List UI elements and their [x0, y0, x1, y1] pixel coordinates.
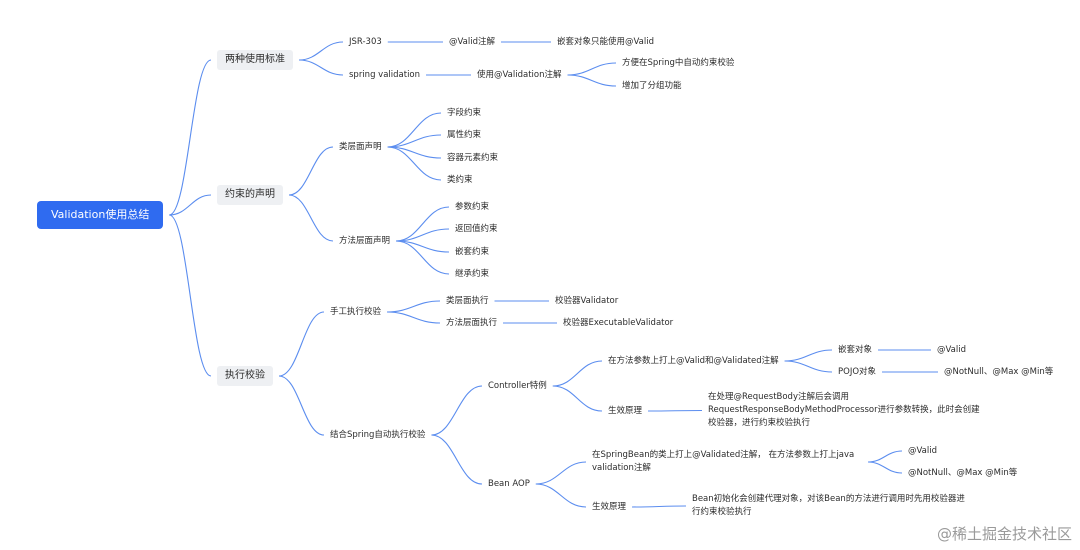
edge-s3-to-manual — [278, 311, 325, 377]
node-executable-validator[interactable]: 校验器ExecutableValidator — [563, 318, 674, 328]
node-spring-validation[interactable]: spring validation — [349, 70, 421, 80]
node-nested-valid[interactable]: @Valid — [937, 345, 966, 355]
node-bean-param-annotations[interactable]: 在SpringBean的类上打上@Validated注解， 在方法参数上打上ja… — [592, 450, 855, 473]
edge-controller-to-ctrl-effect — [552, 385, 603, 412]
node-parameter-constraint[interactable]: 参数约束 — [455, 202, 490, 212]
section-constraint-declaration[interactable]: 约束的声明 — [217, 185, 283, 205]
node-spring-auto-constraint[interactable]: 方便在Spring中自动约束校验 — [622, 58, 735, 68]
edge-root-to-s3 — [169, 214, 212, 377]
edge-ctrl-params-to-nested-obj — [784, 349, 833, 362]
edge-s1-to-jsr — [298, 41, 344, 61]
node-manual-validation[interactable]: 手工执行校验 — [330, 307, 382, 317]
section-usage-standards[interactable]: 两种使用标准 — [217, 50, 293, 70]
edge-root-to-s1 — [169, 59, 212, 216]
node-return-value-constraint[interactable]: 返回值约束 — [455, 224, 498, 234]
root-node[interactable]: Validation使用总结 — [37, 201, 164, 229]
edge-spring-note-to-spring-d1 — [567, 74, 617, 87]
node-method-level-execution[interactable]: 方法层面执行 — [446, 318, 498, 328]
node-field-constraint[interactable]: 字段约束 — [447, 108, 482, 118]
edge-s2-to-method-level — [288, 194, 334, 242]
node-controller-special-case[interactable]: Controller特例 — [488, 381, 547, 391]
edge-bean-params-to-bean-ann2 — [867, 461, 903, 474]
edge-ctrl-effect-to-ctrl-effect-desc — [648, 409, 703, 412]
edge-bean-effect-to-bean-effect-desc — [632, 505, 687, 508]
node-pojo-annotations[interactable]: @NotNull、@Max @Min等 — [944, 367, 1054, 377]
node-inherited-constraint[interactable]: 继承约束 — [455, 269, 490, 279]
node-method-level-declaration[interactable]: 方法层面声明 — [339, 236, 391, 246]
edge-auto-to-controller — [431, 385, 483, 436]
node-class-level-execution[interactable]: 类层面执行 — [446, 296, 489, 306]
node-spring-group[interactable]: 增加了分组功能 — [622, 81, 682, 91]
edge-s1-to-spring — [298, 59, 344, 76]
node-class-level-declaration[interactable]: 类层面声明 — [339, 142, 382, 152]
node-controller-mechanism[interactable]: 生效原理 — [608, 406, 643, 416]
node-container-element-constraint[interactable]: 容器元素约束 — [447, 153, 499, 163]
edge-s2-to-class-level — [288, 146, 334, 196]
node-nested-constraint[interactable]: 嵌套约束 — [455, 247, 490, 257]
edge-class-level-to-ci3 — [387, 146, 442, 181]
node-jsr303[interactable]: JSR-303 — [349, 37, 382, 47]
node-valid-annotation[interactable]: @Valid注解 — [449, 37, 495, 47]
edge-auto-to-bean-aop — [431, 434, 483, 485]
edge-bean-aop-to-bean-effect — [535, 483, 587, 508]
edge-method-level-to-mi0 — [396, 206, 450, 242]
node-class-constraint[interactable]: 类约束 — [447, 175, 473, 185]
node-bean-valid[interactable]: @Valid — [908, 446, 937, 456]
node-validator[interactable]: 校验器Validator — [555, 296, 619, 306]
section-execute-validation[interactable]: 执行校验 — [217, 366, 273, 386]
node-nested-object[interactable]: 嵌套对象 — [838, 345, 873, 355]
node-controller-mechanism-desc[interactable]: 在处理@RequestBody注解后会调用RequestResponseBody… — [708, 392, 980, 428]
edge-class-level-to-ci1 — [387, 134, 442, 148]
edge-bean-params-to-bean-ann1 — [867, 450, 903, 463]
node-validation-annotation[interactable]: 使用@Validation注解 — [477, 70, 562, 80]
edge-s3-to-auto — [278, 375, 325, 436]
node-bean-notnull-annotations[interactable]: @NotNull、@Max @Min等 — [908, 468, 1018, 478]
edge-method-level-to-mi3 — [396, 240, 450, 275]
node-nested-valid-only[interactable]: 嵌套对象只能使用@Valid — [557, 37, 654, 47]
node-pojo-object[interactable]: POJO对象 — [838, 367, 877, 377]
node-property-constraint[interactable]: 属性约束 — [447, 130, 482, 140]
edge-method-level-to-mi1 — [396, 228, 450, 242]
edge-ctrl-params-to-pojo — [784, 360, 833, 373]
edge-manual-to-manual-class — [387, 300, 441, 313]
node-bean-mechanism[interactable]: 生效原理 — [592, 502, 627, 512]
edge-bean-aop-to-bean-params — [535, 461, 587, 485]
edge-controller-to-ctrl-params — [552, 360, 603, 387]
edge-class-level-to-ci0 — [387, 112, 442, 148]
edge-root-to-s2 — [169, 194, 212, 216]
node-bean-mechanism-desc[interactable]: Bean初始化会创建代理对象，对该Bean的方法进行调用时先用校验器进行约束校验… — [692, 494, 965, 517]
edge-spring-note-to-spring-d0 — [567, 62, 617, 76]
node-spring-auto-validation[interactable]: 结合Spring自动执行校验 — [330, 430, 426, 440]
watermark: @稀土掘金技术社区 — [936, 525, 1072, 543]
edge-manual-to-manual-method — [387, 311, 441, 324]
node-bean-aop[interactable]: Bean AOP — [488, 479, 530, 489]
node-controller-param-annotations[interactable]: 在方法参数上打上@Valid和@Validated注解 — [608, 356, 779, 366]
